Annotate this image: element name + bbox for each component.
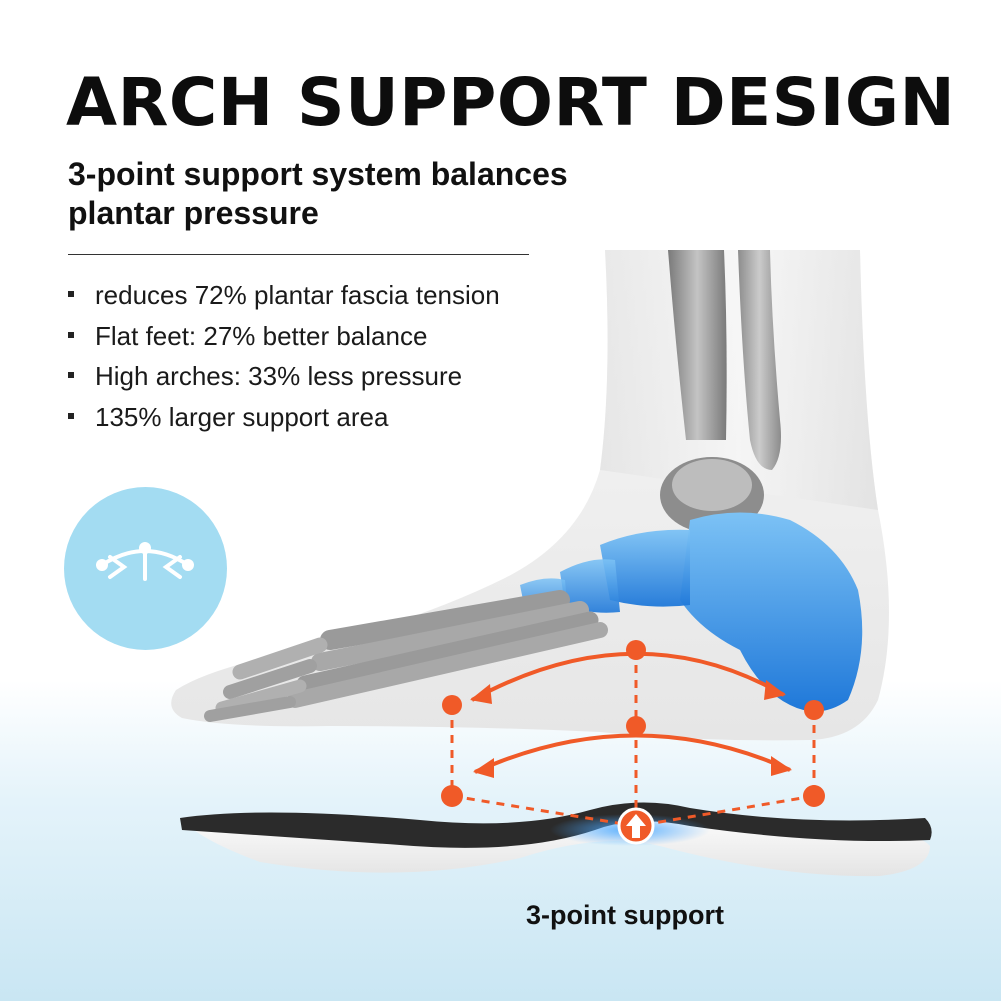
bullet-icon	[68, 412, 74, 419]
support-point-dots	[441, 640, 825, 807]
badge-circle	[64, 487, 227, 650]
up-arrow-icon	[617, 807, 655, 845]
page-subtitle: 3-point support system balances plantar …	[68, 156, 568, 231]
divider	[68, 254, 529, 255]
page-title: ARCH SUPPORT DESIGN	[66, 64, 956, 141]
arrowheads	[470, 680, 792, 778]
tarsal-bones	[520, 512, 863, 712]
feature-text: Flat feet: 27% better balance	[95, 320, 428, 351]
feature-item: Flat feet: 27% better balance	[68, 318, 500, 359]
feature-text: 135% larger support area	[95, 401, 389, 432]
bullet-icon	[68, 372, 74, 378]
feature-list: reduces 72% plantar fascia tension Flat …	[68, 277, 500, 439]
caption: 3-point support	[526, 900, 724, 930]
feature-text: reduces 72% plantar fascia tension	[95, 280, 500, 310]
feature-text: High arches: 33% less pressure	[95, 361, 463, 391]
bullet-icon	[68, 331, 74, 338]
arch-balance-icon	[96, 542, 194, 581]
bullet-icon	[68, 291, 74, 297]
feature-item: 135% larger support area	[68, 399, 500, 440]
toe-bones	[204, 590, 608, 722]
feature-item: reduces 72% plantar fascia tension	[68, 277, 500, 318]
feature-item: High arches: 33% less pressure	[68, 358, 500, 399]
